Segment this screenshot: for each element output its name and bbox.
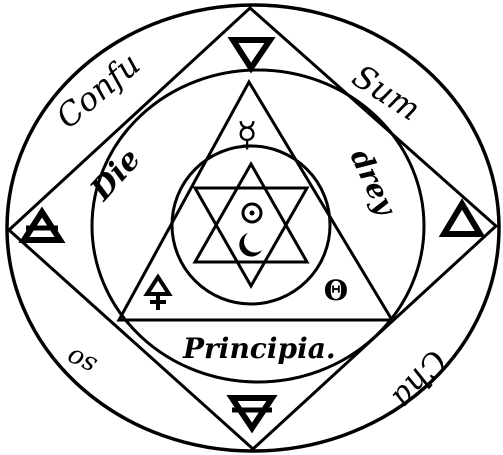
inscription-principia: Principia. xyxy=(182,332,336,365)
moon-icon xyxy=(239,233,262,257)
inscription-drey: drey xyxy=(344,144,404,222)
inscription-cha: Cha xyxy=(385,343,455,417)
mercury-icon: ☿ xyxy=(237,115,258,155)
sun-icon xyxy=(243,204,261,222)
earth-triangle-icon xyxy=(232,398,272,428)
center-circle xyxy=(172,146,330,304)
inscription-sum: Sum xyxy=(346,57,428,129)
salt-icon: Θ xyxy=(324,274,348,307)
water-triangle-icon xyxy=(233,40,270,68)
sulphur-icon xyxy=(147,277,169,310)
air-triangle-icon xyxy=(24,212,60,240)
